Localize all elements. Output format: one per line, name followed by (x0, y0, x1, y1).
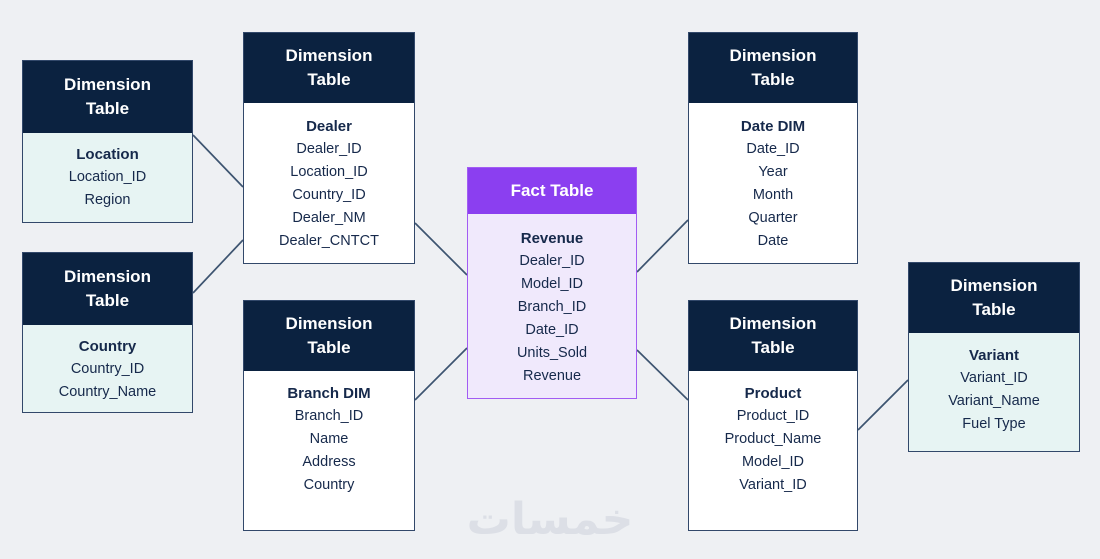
field-row: Dealer_ID (519, 253, 585, 269)
field-row: Fuel Type (962, 416, 1026, 432)
dimension-table-location: Dimension Table Location Location_ID Regi… (22, 60, 193, 223)
table-body: Location Location_ID Region (23, 133, 192, 222)
field-row: Product_ID (736, 408, 810, 424)
field-row: Country_ID (70, 361, 145, 377)
table-header: Fact Table (468, 168, 636, 214)
table-header-label: Dimension Table (729, 314, 817, 357)
field-row: Quarter (748, 210, 798, 226)
field-row: Country (303, 477, 355, 493)
field-list: Dealer_ID Location_ID Country_ID Dealer_NM D… (244, 138, 414, 253)
field-row: Branch_ID (517, 299, 587, 315)
table-title: Revenue (520, 230, 584, 247)
table-header-label: Dimension Table (285, 46, 373, 89)
field-row: Year (758, 164, 788, 180)
field-row: Country_ID (292, 187, 366, 203)
field-row: Variant_ID (960, 370, 1028, 386)
field-row: Region (84, 192, 131, 208)
field-row: Variant_ID (739, 477, 807, 493)
table-body: Country Country_ID Country_Name (23, 325, 192, 412)
connector-dealer-fact (414, 222, 468, 276)
table-header: Dimension Table (909, 263, 1079, 333)
table-body: Revenue Dealer_ID Model_ID Branch_ID Date_I… (468, 214, 636, 398)
table-title: Location (76, 146, 139, 163)
field-row: Dealer_NM (292, 210, 366, 226)
connector-location-dealer (192, 134, 244, 188)
field-row: Product_Name (724, 431, 822, 447)
table-title: Variant (968, 347, 1020, 364)
table-header-label: Dimension Table (950, 276, 1038, 319)
table-header-label: Dimension Table (729, 46, 817, 89)
table-title: Dealer (306, 118, 352, 135)
field-row: Month (752, 187, 794, 203)
field-row: Date (757, 233, 789, 249)
field-row: Country_Name (58, 384, 157, 400)
dimension-table-branch: Dimension Table Branch DIM Branch_ID Name… (243, 300, 415, 531)
field-row: Model_ID (520, 276, 584, 292)
field-row: Dealer_ID (296, 141, 362, 157)
field-row: Units_Sold (516, 345, 588, 361)
table-header-label: Dimension Table (285, 314, 373, 357)
field-row: Name (309, 431, 349, 447)
table-header: Dimension Table (23, 61, 192, 133)
field-list: Location_ID Region (23, 166, 192, 212)
field-row: Address (302, 454, 356, 470)
field-row: Variant_Name (948, 393, 1040, 409)
table-title: Date DIM (740, 118, 806, 135)
field-row: Date_ID (525, 322, 579, 338)
field-row: Date_ID (746, 141, 800, 157)
field-row: Location_ID (290, 164, 368, 180)
connector-fact-date (636, 219, 689, 273)
field-list: Dealer_ID Model_ID Branch_ID Date_ID Units_S… (468, 250, 636, 388)
table-header: Dimension Table (244, 301, 414, 371)
table-header-label: Dimension Table (64, 267, 151, 310)
table-header: Dimension Table (23, 253, 192, 325)
field-row: Branch_ID (294, 408, 364, 424)
table-title: Branch DIM (287, 385, 371, 402)
table-header-label: Fact Table (510, 181, 594, 200)
connector-product-variant (857, 379, 909, 431)
field-row: Model_ID (741, 454, 805, 470)
table-title: Country (78, 338, 137, 355)
connector-branch-fact (414, 347, 468, 401)
field-row: Dealer_CNTCT (279, 233, 379, 249)
table-header: Dimension Table (244, 33, 414, 103)
connector-country-dealer (192, 239, 244, 294)
dimension-table-dealer: Dimension Table Dealer Dealer_ID Location… (243, 32, 415, 264)
table-header: Dimension Table (689, 301, 857, 371)
field-row: Revenue (522, 368, 582, 384)
field-row: Location_ID (68, 169, 147, 185)
fact-table: Fact Table Revenue Dealer_ID Model_ID Bran… (467, 167, 637, 399)
table-header: Dimension Table (689, 33, 857, 103)
field-list: Country_ID Country_Name (23, 358, 192, 404)
khamsat-watermark: خمسات (466, 494, 634, 545)
connector-fact-product (636, 349, 689, 401)
table-header-label: Dimension Table (64, 75, 151, 118)
table-title: Product (744, 385, 802, 402)
